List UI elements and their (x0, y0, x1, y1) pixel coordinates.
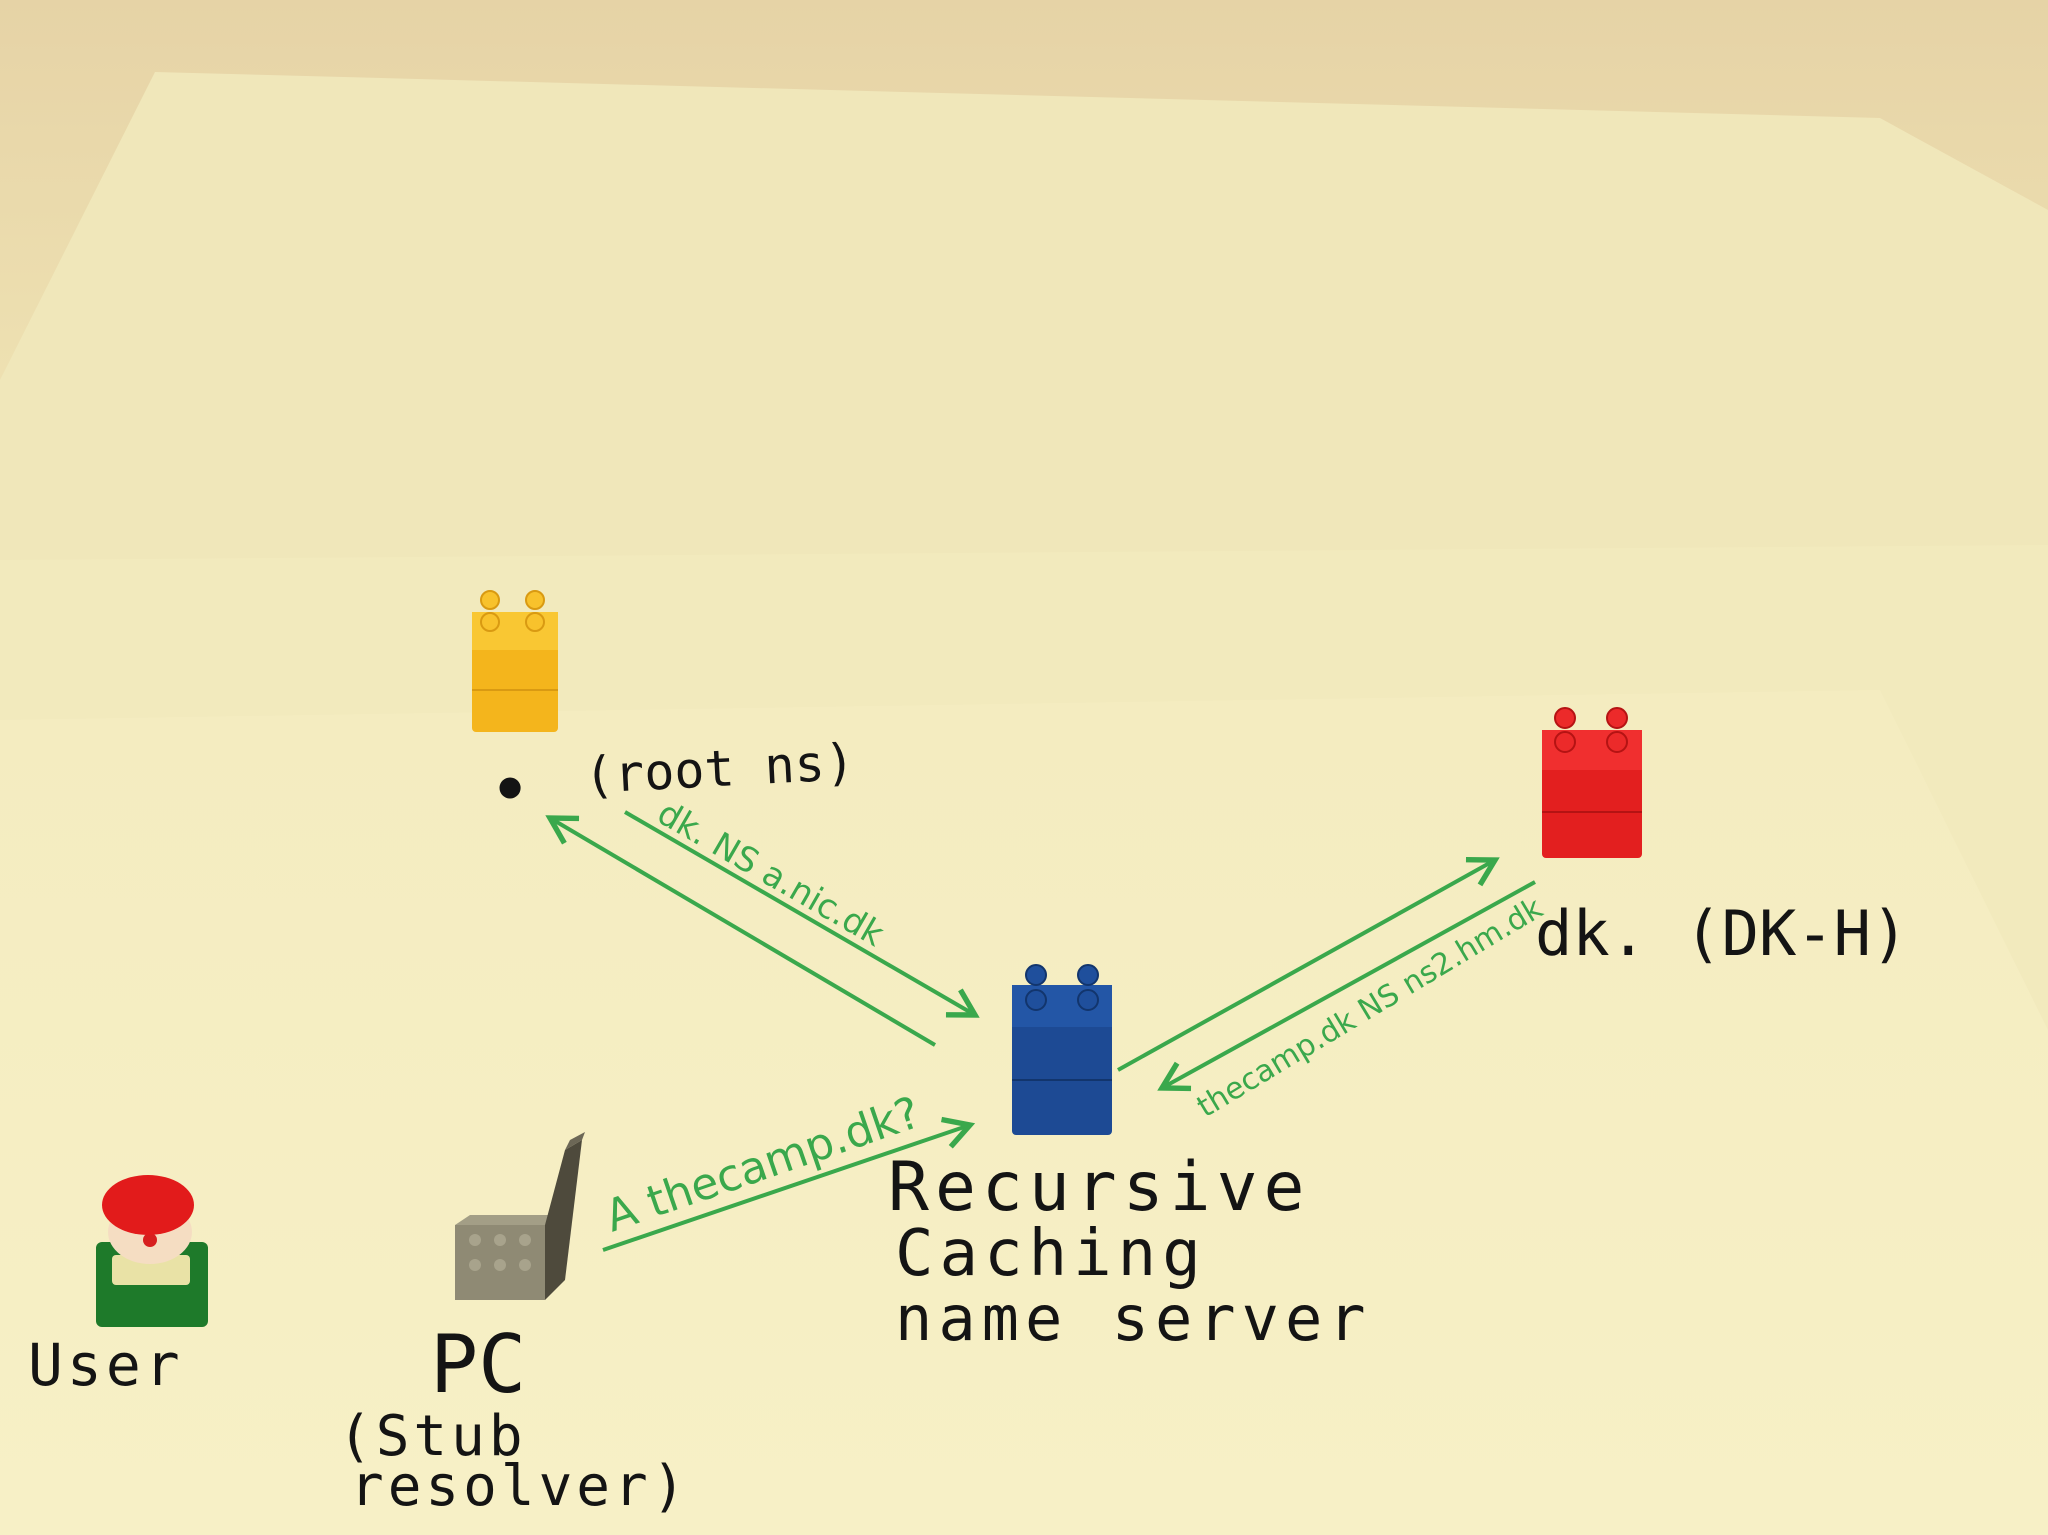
dk-ns-label: dk. (DK-H) (1535, 897, 1908, 970)
root-query-arrow (545, 815, 937, 1047)
user-figure-icon (96, 1175, 208, 1327)
pc-sub-label-line1: (Stub (338, 1404, 527, 1469)
resolver-label-line3: name server (895, 1282, 1372, 1355)
user-label: User (28, 1331, 184, 1399)
root-reply-arrow (623, 810, 980, 1018)
dk-query-arrow (1117, 856, 1500, 1072)
dk-reply-arrow (1157, 880, 1536, 1092)
pc-laptop-icon (455, 1132, 585, 1300)
query-arrow (602, 1116, 976, 1252)
resolver-label-line1: Recursive (888, 1148, 1310, 1227)
root-dot: • (492, 755, 528, 825)
resolver-label-line2: Caching (895, 1217, 1207, 1291)
dk-ns-block-icon (1542, 707, 1642, 858)
root-ns-block-icon (472, 590, 558, 732)
pc-sub-label-line2: resolver) (350, 1454, 689, 1519)
pc-label: PC (430, 1318, 526, 1411)
resolver-block-icon (1012, 964, 1112, 1135)
root-ns-label: (root ns) (583, 733, 857, 805)
